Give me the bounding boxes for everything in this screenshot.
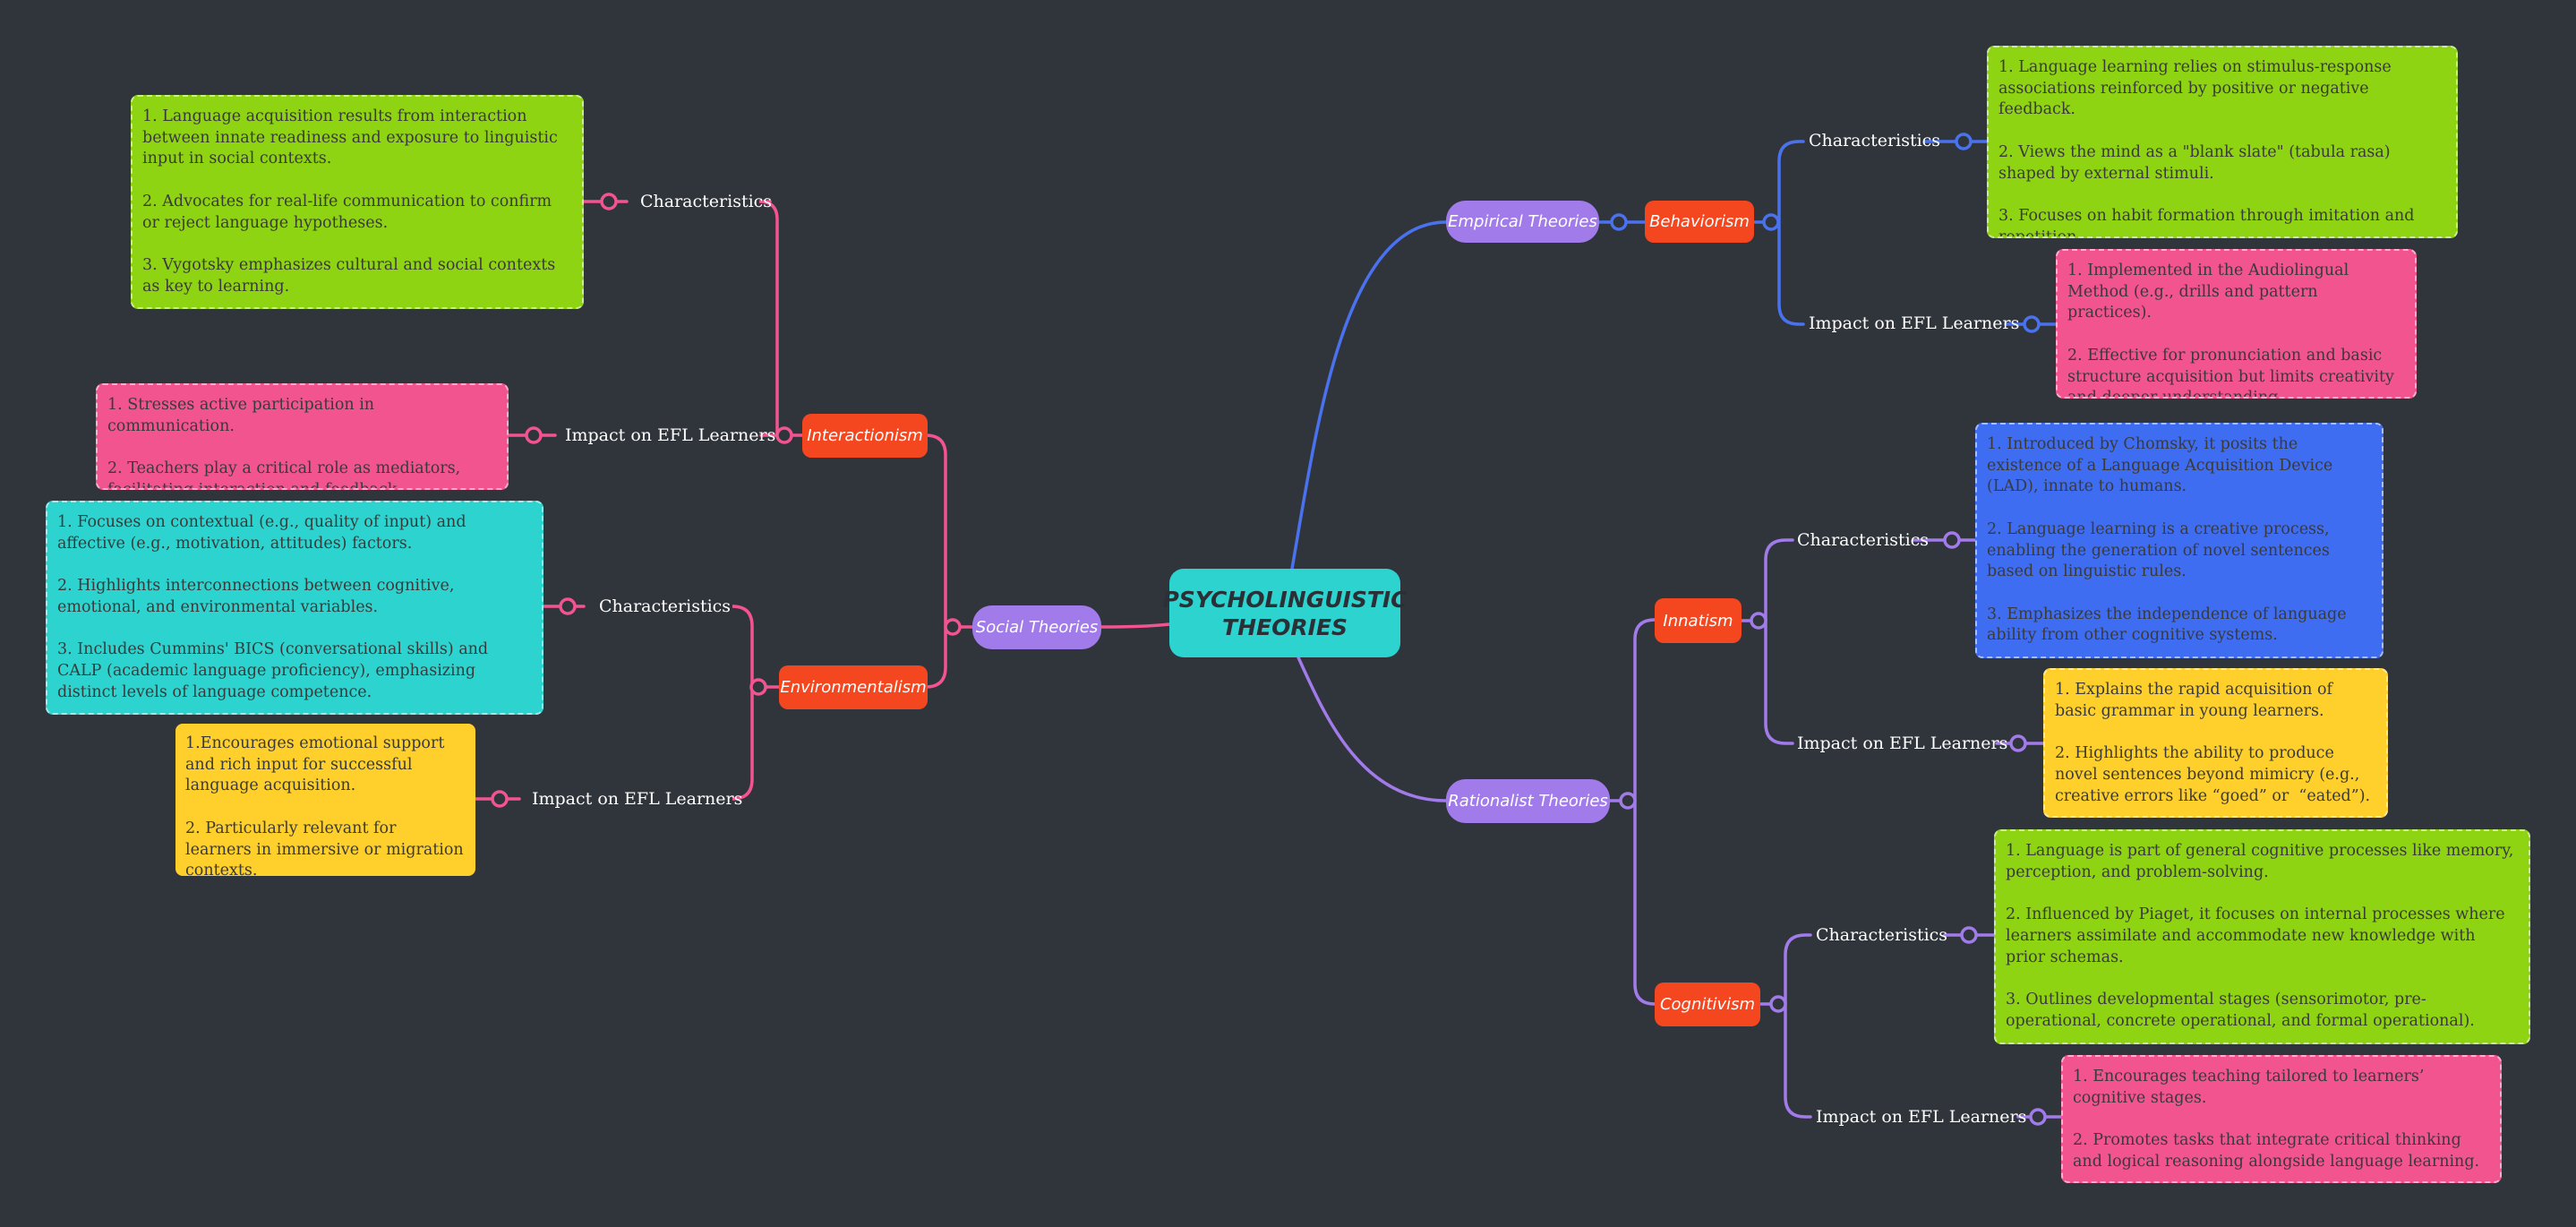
behaviorism-node[interactable]: Behaviorism bbox=[1645, 201, 1754, 243]
behaviorism-characteristics-dot[interactable] bbox=[1955, 133, 1973, 150]
root-to-social-line bbox=[1100, 622, 1171, 629]
rationalist-children-bracket bbox=[1633, 618, 1656, 1006]
behaviorism-impact-label[interactable]: Impact on EFL Learners bbox=[1809, 313, 2020, 333]
environmentalism-characteristics-note: 1. Focuses on contextual (e.g., quality … bbox=[46, 501, 543, 715]
social-children-bracket bbox=[925, 433, 947, 689]
social-collapse-dot[interactable] bbox=[944, 618, 962, 636]
cognitivism-impact-note: 1. Encourages teaching tailored to learn… bbox=[2061, 1055, 2502, 1183]
behaviorism-collapse-dot[interactable] bbox=[1762, 213, 1780, 231]
empirical-collapse-dot[interactable] bbox=[1610, 213, 1628, 231]
environmentalism-children-bracket bbox=[732, 605, 754, 801]
innatism-characteristics-dot[interactable] bbox=[1943, 531, 1961, 549]
interactionism-characteristics-dot[interactable] bbox=[600, 193, 618, 210]
behaviorism-children-bracket bbox=[1777, 140, 1805, 326]
interactionism-characteristics-label[interactable]: Characteristics bbox=[640, 192, 773, 211]
cognitivism-characteristics-note: 1. Language is part of general cognitive… bbox=[1994, 829, 2530, 1044]
cognitivism-characteristics-dot[interactable] bbox=[1960, 926, 1978, 944]
root-to-empirical-line bbox=[1290, 220, 1448, 571]
cognitivism-characteristics-label[interactable]: Characteristics bbox=[1816, 925, 1948, 945]
environmentalism-collapse-dot[interactable] bbox=[749, 678, 767, 696]
innatism-impact-dot[interactable] bbox=[2009, 734, 2027, 752]
interactionism-node[interactable]: Interactionism bbox=[802, 414, 928, 458]
cognitivism-node[interactable]: Cognitivism bbox=[1655, 982, 1760, 1026]
innatism-node[interactable]: Innatism bbox=[1655, 598, 1742, 643]
rationalist-collapse-dot[interactable] bbox=[1619, 792, 1637, 810]
behaviorism-impact-dot[interactable] bbox=[2023, 315, 2041, 333]
cognitivism-impact-label[interactable]: Impact on EFL Learners bbox=[1816, 1107, 2027, 1127]
environmentalism-node[interactable]: Environmentalism bbox=[779, 665, 928, 709]
environmentalism-impact-label[interactable]: Impact on EFL Learners bbox=[532, 789, 743, 809]
interactionism-upper-branch bbox=[758, 200, 779, 437]
rationalist-theories-node[interactable]: Rationalist Theories bbox=[1446, 779, 1610, 823]
cognitivism-collapse-dot[interactable] bbox=[1769, 995, 1787, 1013]
innatism-impact-note: 1. Explains the rapid acquisition of bas… bbox=[2043, 668, 2388, 818]
innatism-characteristics-note: 1. Introduced by Chomsky, it posits the … bbox=[1975, 423, 2383, 658]
innatism-collapse-dot[interactable] bbox=[1750, 612, 1767, 630]
innatism-impact-label[interactable]: Impact on EFL Learners bbox=[1797, 734, 2008, 753]
interactionism-impact-dot[interactable] bbox=[525, 426, 543, 444]
innatism-children-bracket bbox=[1764, 538, 1794, 745]
innatism-characteristics-label[interactable]: Characteristics bbox=[1797, 530, 1930, 550]
environmentalism-characteristics-dot[interactable] bbox=[559, 597, 577, 615]
environmentalism-characteristics-label[interactable]: Characteristics bbox=[599, 596, 732, 616]
empirical-theories-node[interactable]: Empirical Theories bbox=[1446, 201, 1599, 243]
interactionism-impact-label[interactable]: Impact on EFL Learners bbox=[565, 425, 776, 445]
social-theories-node[interactable]: Social Theories bbox=[972, 605, 1101, 649]
interactionism-characteristics-note: 1. Language acquisition results from int… bbox=[131, 95, 584, 309]
root-topic[interactable]: PSYCHOLINGUISTIC THEORIES bbox=[1162, 569, 1408, 657]
interactionism-collapse-dot[interactable] bbox=[775, 426, 793, 444]
environmentalism-impact-dot[interactable] bbox=[491, 790, 509, 808]
behaviorism-characteristics-label[interactable]: Characteristics bbox=[1809, 131, 1941, 150]
cognitivism-children-bracket bbox=[1784, 933, 1812, 1119]
behaviorism-characteristics-note: 1. Language learning relies on stimulus-… bbox=[1987, 46, 2458, 238]
behaviorism-impact-note: 1. Implemented in the Audiolingual Metho… bbox=[2056, 249, 2417, 399]
environmentalism-impact-note: 1.Encourages emotional support and rich … bbox=[175, 724, 475, 876]
cognitivism-impact-dot[interactable] bbox=[2029, 1108, 2047, 1126]
interactionism-impact-note: 1. Stresses active participation in comm… bbox=[96, 383, 509, 490]
root-to-rationalist-line bbox=[1297, 656, 1448, 802]
